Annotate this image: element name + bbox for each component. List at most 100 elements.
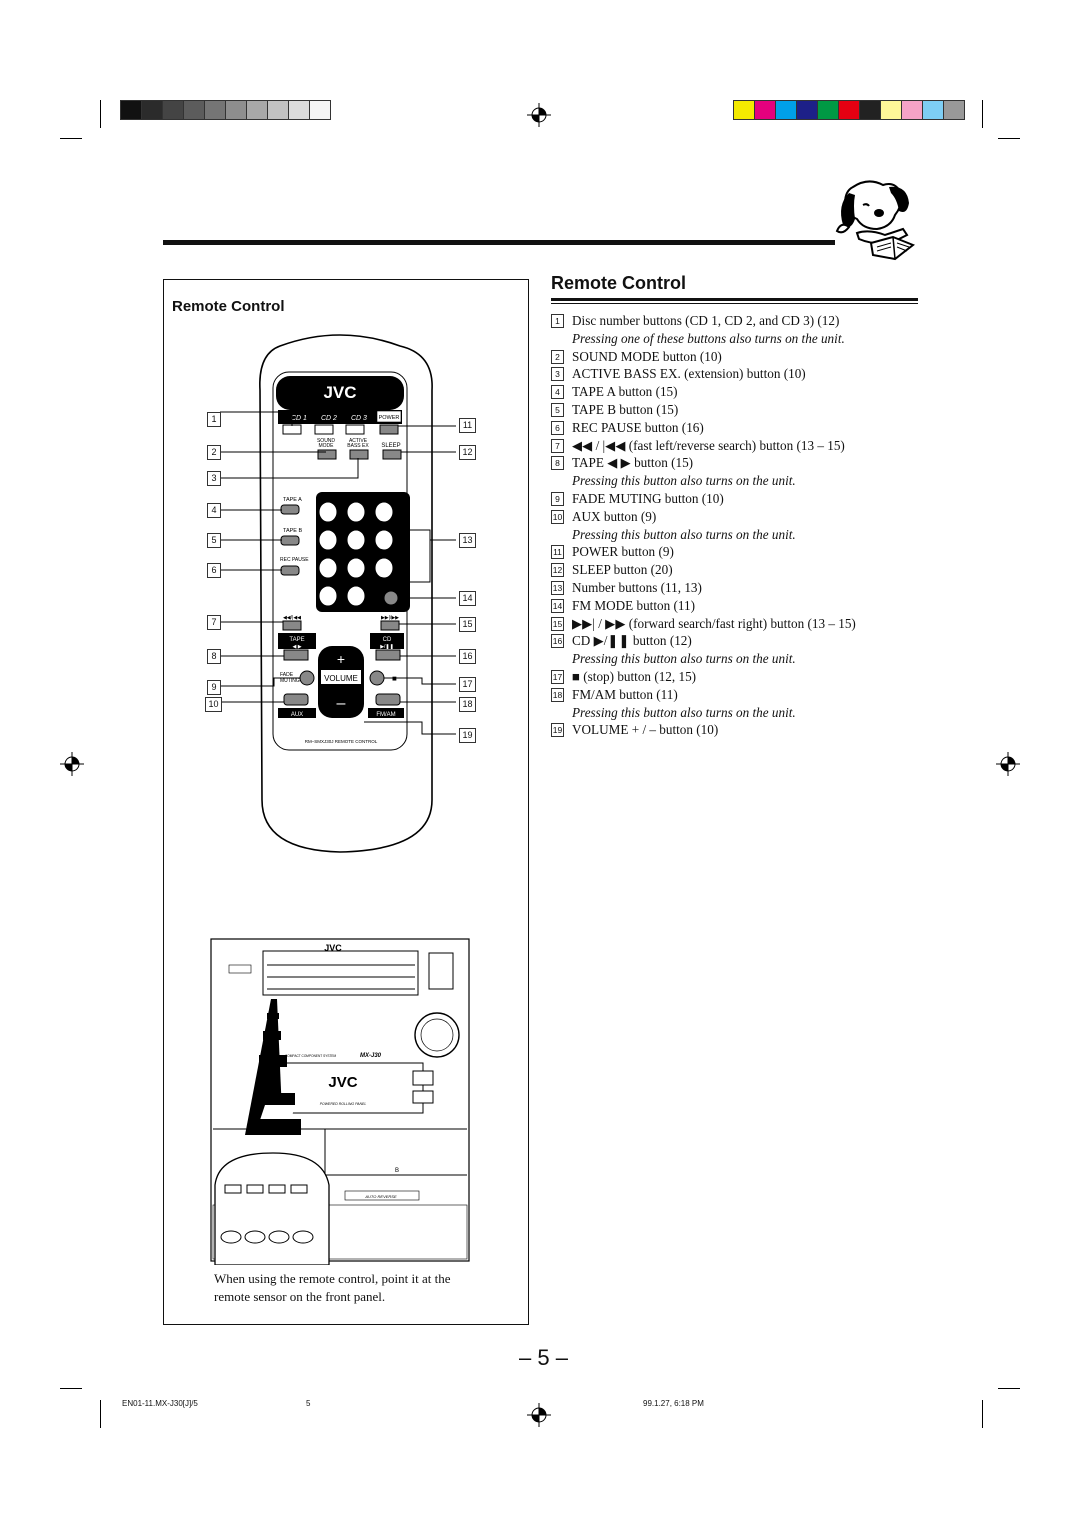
number-button-4[interactable] bbox=[319, 530, 337, 550]
svg-text:ACTIVE: ACTIVE bbox=[349, 438, 368, 444]
crop-mark bbox=[998, 1388, 1020, 1389]
svg-text:BASS EX: BASS EX bbox=[347, 443, 369, 449]
item-number: 16 bbox=[551, 634, 564, 649]
item-number: 4 bbox=[551, 385, 564, 400]
list-note: Pressing this button also turns on the u… bbox=[572, 526, 796, 542]
svg-text:RM–SMXJ30J REMOTE CONTROL: RM–SMXJ30J REMOTE CONTROL bbox=[305, 739, 378, 744]
svg-text:POWERED ROLLING PANEL: POWERED ROLLING PANEL bbox=[320, 1102, 367, 1106]
cd2-button[interactable] bbox=[314, 424, 334, 435]
svg-text:AUX: AUX bbox=[291, 712, 303, 718]
item-text: AUX button (9) bbox=[572, 508, 657, 524]
power-button[interactable] bbox=[379, 424, 399, 435]
number-button-5[interactable] bbox=[347, 530, 365, 550]
header-rule bbox=[163, 240, 835, 245]
cd3-button[interactable] bbox=[345, 424, 365, 435]
number-button-3[interactable] bbox=[375, 502, 393, 522]
cd1-button[interactable] bbox=[282, 424, 302, 435]
cd-play-button[interactable] bbox=[375, 649, 401, 661]
tape-a-button[interactable] bbox=[280, 504, 300, 515]
fmam-button[interactable] bbox=[375, 693, 401, 706]
tape-play-button[interactable] bbox=[283, 649, 309, 661]
number-label: 10 bbox=[338, 588, 345, 594]
color-swatch bbox=[288, 100, 310, 120]
crosshair-bottom-icon bbox=[527, 1403, 551, 1427]
active-bass-button[interactable] bbox=[349, 449, 369, 460]
item-number: 17 bbox=[551, 669, 564, 684]
list-note: Pressing this button also turns on the u… bbox=[572, 651, 796, 667]
list-item: 19 VOLUME + / – button (10) bbox=[551, 721, 921, 739]
sound-mode-button[interactable] bbox=[317, 449, 337, 460]
number-label: 5 bbox=[366, 532, 370, 538]
number-label: 8 bbox=[366, 560, 370, 566]
crosshair-left-icon bbox=[60, 752, 84, 776]
callout-7: 7 bbox=[207, 615, 221, 630]
callout-1: 1 bbox=[207, 412, 221, 427]
list-note: Pressing this button also turns on the u… bbox=[572, 704, 796, 720]
item-text: SOUND MODE button (10) bbox=[572, 348, 722, 364]
color-swatch bbox=[922, 100, 944, 120]
callout-8: 8 bbox=[207, 649, 221, 664]
number-button-2[interactable] bbox=[347, 502, 365, 522]
tape-b-button[interactable] bbox=[280, 535, 300, 546]
color-swatch bbox=[775, 100, 797, 120]
number-button-9[interactable] bbox=[375, 558, 393, 578]
number-button-11[interactable] bbox=[347, 586, 365, 606]
crosshair-top-icon bbox=[527, 103, 551, 127]
number-label: 9 bbox=[394, 560, 398, 566]
number-button-1[interactable] bbox=[319, 502, 337, 522]
remote-illustration-panel bbox=[163, 279, 529, 1325]
number-button-10[interactable] bbox=[319, 586, 337, 606]
remote-brand-logo: JVC bbox=[323, 383, 356, 402]
callout-6: 6 bbox=[207, 563, 221, 578]
callout-14: 14 bbox=[459, 591, 476, 606]
item-text: VOLUME + / – button (10) bbox=[572, 722, 719, 738]
color-swatch bbox=[754, 100, 776, 120]
list-item: 17 ■ (stop) button (12, 15) bbox=[551, 668, 921, 686]
stop-button[interactable] bbox=[369, 670, 385, 686]
svg-text:SOUND: SOUND bbox=[317, 438, 335, 444]
fade-muting-button[interactable] bbox=[299, 670, 315, 686]
item-text: TAPE ◀ ▶ button (15) bbox=[572, 455, 694, 471]
number-button-7[interactable] bbox=[319, 558, 337, 578]
item-text: ◀◀ / |◀◀ (fast left/reverse search) butt… bbox=[572, 437, 845, 453]
rec-pause-button[interactable] bbox=[280, 565, 300, 576]
svg-text:FM MODE: FM MODE bbox=[379, 582, 405, 588]
item-number: 13 bbox=[551, 580, 564, 595]
callout-19: 19 bbox=[459, 728, 476, 743]
item-number: 19 bbox=[551, 723, 564, 738]
crop-mark bbox=[998, 138, 1020, 139]
list-note: Pressing this button also turns on the u… bbox=[572, 473, 796, 489]
color-swatch bbox=[141, 100, 163, 120]
remote-caption: When using the remote control, point it … bbox=[214, 1271, 451, 1304]
item-text: ▶▶| / ▶▶ (forward search/fast right) but… bbox=[572, 615, 856, 631]
number-button-6[interactable] bbox=[375, 530, 393, 550]
callout-4: 4 bbox=[207, 503, 221, 518]
color-swatch bbox=[817, 100, 839, 120]
item-text: Disc number buttons (CD 1, CD 2, and CD … bbox=[572, 313, 840, 328]
remote-control-drawing: JVC CD 1 CD 2 CD 3 POWER SOUND MODE ACTI… bbox=[220, 334, 456, 853]
item-number: 5 bbox=[551, 402, 564, 417]
item-text: REC PAUSE button (16) bbox=[572, 419, 704, 435]
footer-center: 5 bbox=[306, 1399, 311, 1408]
svg-text:VOLUME: VOLUME bbox=[324, 674, 358, 683]
number-label: 1 bbox=[338, 504, 342, 510]
forward-button[interactable] bbox=[380, 620, 400, 631]
sleep-button[interactable] bbox=[382, 449, 402, 460]
color-swatch bbox=[838, 100, 860, 120]
number-button-8[interactable] bbox=[347, 558, 365, 578]
aux-button[interactable] bbox=[283, 693, 309, 706]
item-text: ■ (stop) button (12, 15) bbox=[572, 668, 697, 684]
svg-text:CD 1: CD 1 bbox=[291, 415, 307, 422]
svg-text:REC PAUSE: REC PAUSE bbox=[280, 557, 309, 563]
item-text: SLEEP button (20) bbox=[572, 562, 673, 578]
item-number: 3 bbox=[551, 367, 564, 382]
fm-mode-button[interactable] bbox=[383, 590, 399, 606]
svg-text:MUTING: MUTING bbox=[280, 678, 300, 684]
rewind-button[interactable] bbox=[282, 620, 302, 631]
crop-mark bbox=[982, 100, 983, 128]
